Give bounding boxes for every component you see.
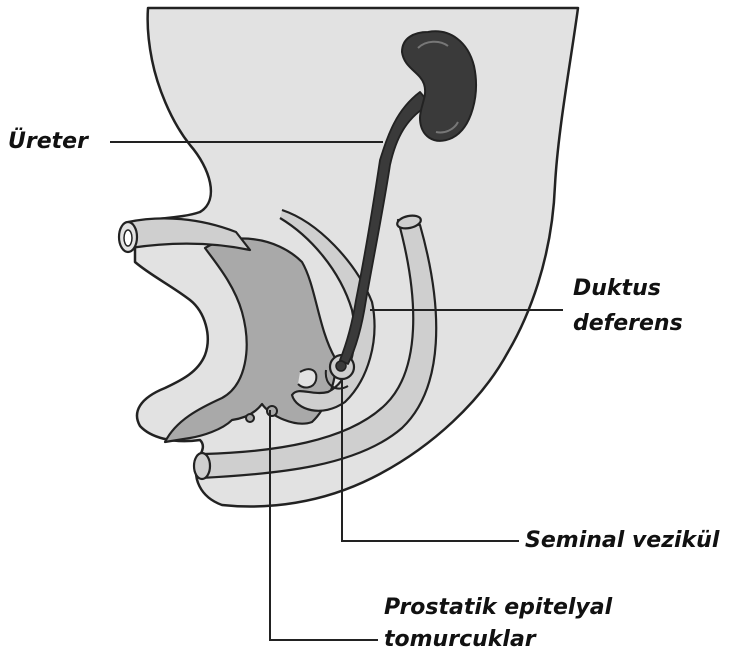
label-ductus-line1: Duktus bbox=[573, 275, 661, 303]
prostatic-bud bbox=[298, 369, 316, 387]
rectum-opening bbox=[194, 453, 210, 479]
label-prostatic-line1: Prostatik epitelyal bbox=[384, 594, 612, 622]
label-ureter: Üreter bbox=[8, 128, 88, 156]
label-ductus-line2: deferens bbox=[573, 310, 683, 338]
upper-tube-lumen bbox=[124, 230, 132, 246]
prostatic-bud bbox=[267, 406, 277, 416]
label-seminal: Seminal vezikül bbox=[525, 527, 719, 555]
label-prostatic-line2: tomurcuklar bbox=[384, 626, 536, 654]
prostatic-bud bbox=[246, 414, 254, 422]
